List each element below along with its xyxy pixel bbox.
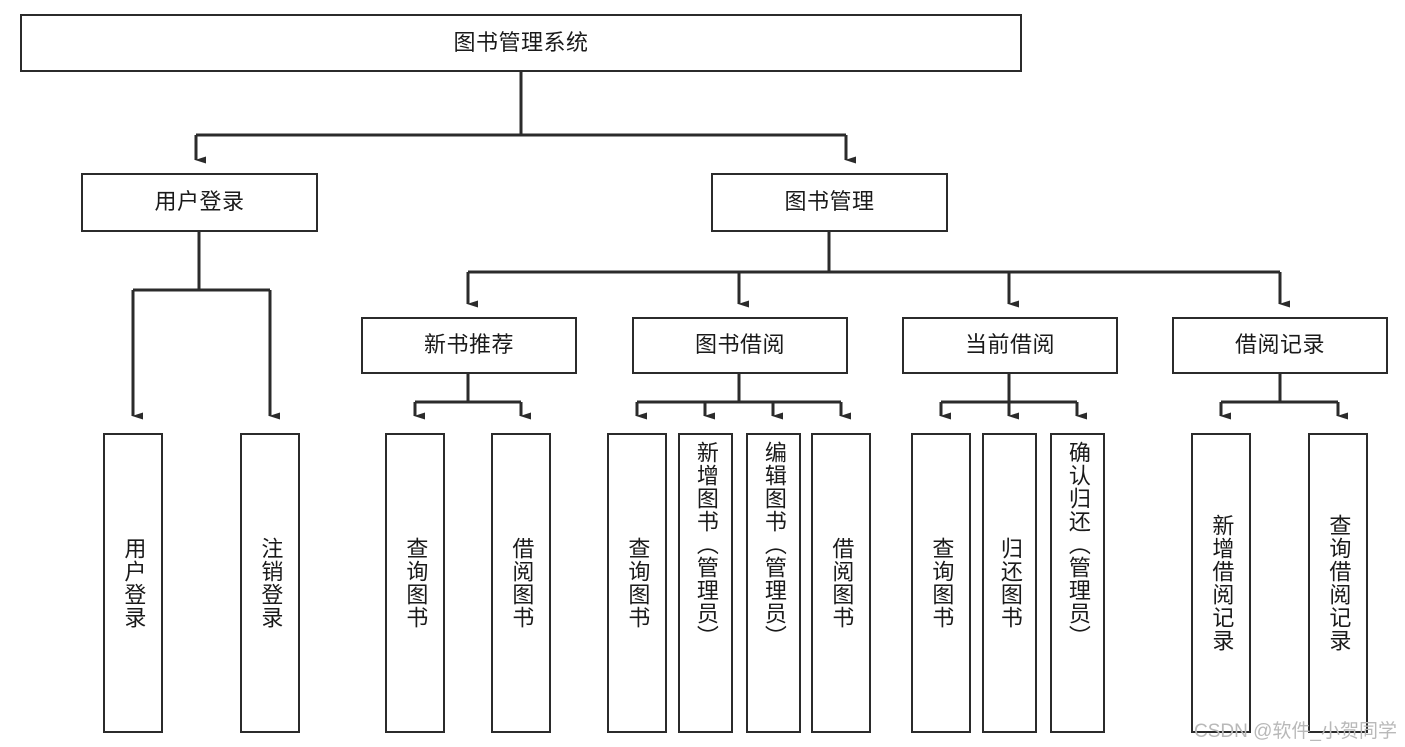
node-label: 借阅记录: [1234, 332, 1325, 358]
leaf-new-book-borrow[interactable]: 借阅图书: [491, 433, 551, 733]
leaf-user-login-logout[interactable]: 注销登录: [240, 433, 300, 733]
node-label: 新书推荐: [423, 332, 514, 358]
leaf-label: 查询图书: [403, 537, 429, 629]
leaf-label: 借阅图书: [509, 537, 535, 629]
leaf-label: 编辑图书（管理员）: [761, 441, 787, 648]
node-label: 图书管理系统: [453, 29, 589, 55]
leaf-borrow-record-query[interactable]: 查询借阅记录: [1308, 433, 1368, 733]
leaf-borrow-record-add[interactable]: 新增借阅记录: [1191, 433, 1251, 733]
leaf-label: 查询借阅记录: [1326, 514, 1352, 652]
leaf-label: 注销登录: [258, 537, 284, 629]
leaf-label: 新增图书（管理员）: [693, 441, 719, 648]
leaf-user-login-login[interactable]: 用户登录: [103, 433, 163, 733]
leaf-label: 新增借阅记录: [1209, 514, 1235, 652]
node-label: 用户登录: [154, 189, 245, 215]
node-current-borrow[interactable]: 当前借阅: [902, 317, 1118, 374]
node-label: 图书管理: [784, 189, 875, 215]
leaf-book-borrow-borrow[interactable]: 借阅图书: [811, 433, 871, 733]
leaf-current-borrow-query[interactable]: 查询图书: [911, 433, 971, 733]
leaf-label: 用户登录: [121, 537, 147, 629]
node-label: 当前借阅: [964, 332, 1055, 358]
leaf-new-book-query[interactable]: 查询图书: [385, 433, 445, 733]
node-user-login[interactable]: 用户登录: [81, 173, 318, 232]
node-book-management[interactable]: 图书管理: [711, 173, 948, 232]
leaf-current-borrow-return[interactable]: 归还图书: [982, 433, 1037, 733]
leaf-label: 查询图书: [929, 537, 955, 629]
leaf-book-borrow-edit[interactable]: 编辑图书（管理员）: [746, 433, 801, 733]
leaf-current-borrow-confirm[interactable]: 确认归还（管理员）: [1050, 433, 1105, 733]
leaf-book-borrow-query[interactable]: 查询图书: [607, 433, 667, 733]
leaf-book-borrow-add[interactable]: 新增图书（管理员）: [678, 433, 733, 733]
leaf-label: 归还图书: [997, 537, 1023, 629]
node-book-borrow[interactable]: 图书借阅: [632, 317, 848, 374]
leaf-label: 查询图书: [625, 537, 651, 629]
node-new-book-recommend[interactable]: 新书推荐: [361, 317, 577, 374]
node-book-management-system[interactable]: 图书管理系统: [20, 14, 1022, 72]
leaf-label: 确认归还（管理员）: [1065, 441, 1091, 648]
node-label: 图书借阅: [694, 332, 785, 358]
leaf-label: 借阅图书: [829, 537, 855, 629]
node-borrow-record[interactable]: 借阅记录: [1172, 317, 1388, 374]
